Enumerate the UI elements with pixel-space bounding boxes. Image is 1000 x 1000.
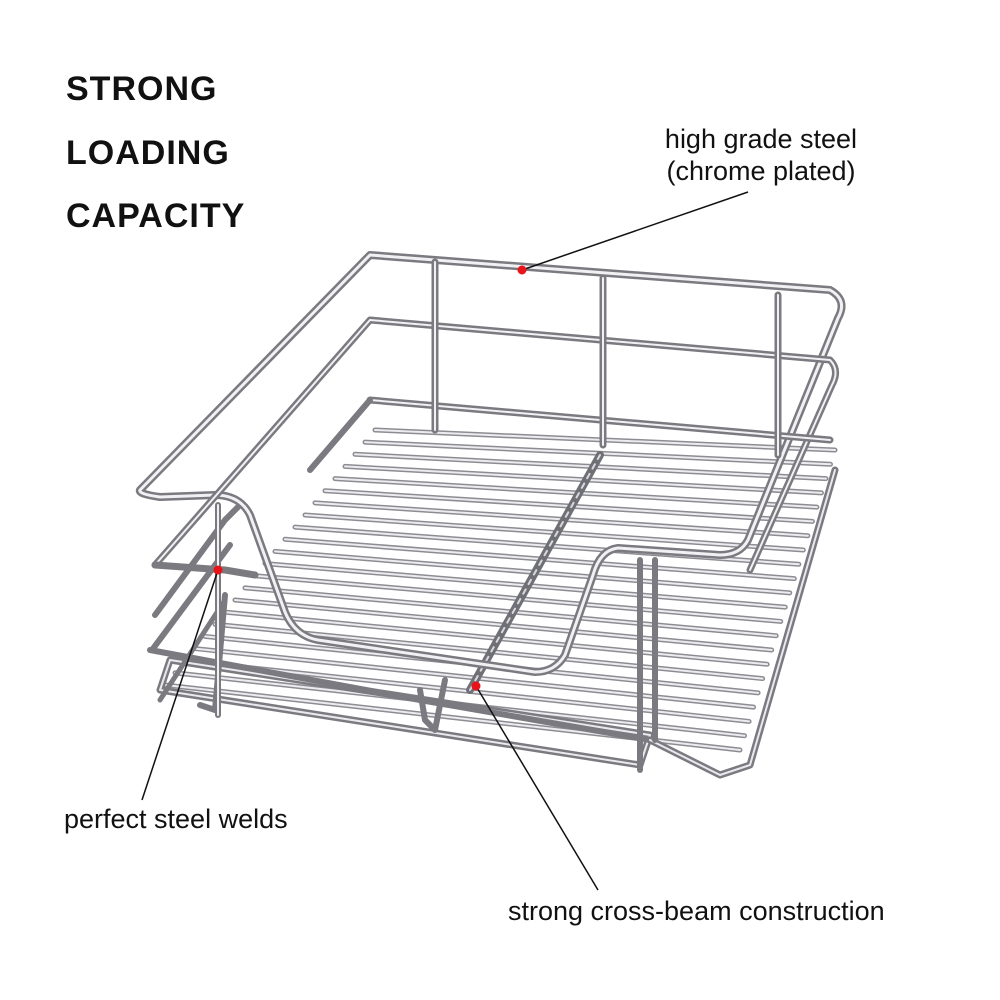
headline-line-3: CAPACITY — [66, 197, 246, 235]
basket-upper-rim — [135, 251, 846, 773]
callout-steel-line-2: (chrome plated) — [666, 155, 856, 186]
leader-line-welds — [141, 569, 219, 801]
leader-line-steel — [521, 191, 749, 271]
callout-steel-line-1: high grade steel — [664, 124, 858, 154]
callout-leader-lines — [141, 191, 749, 891]
marker-dot-steel — [517, 265, 527, 275]
marker-dot-cross-beam — [471, 681, 481, 691]
headline-line-2: LOADING — [66, 134, 230, 172]
cross-beam — [466, 451, 604, 694]
callout-cross-beam: strong cross-beam construction — [508, 896, 885, 926]
headline-line-1: STRONG — [66, 70, 218, 108]
leader-line-cross-beam — [475, 685, 599, 891]
marker-dot-welds — [213, 565, 223, 575]
callout-high-grade-steel: high grade steel (chrome plated) — [636, 124, 886, 188]
callout-markers — [213, 265, 527, 691]
callout-steel-welds: perfect steel welds — [64, 804, 288, 834]
basket-runner-frame — [147, 466, 839, 779]
